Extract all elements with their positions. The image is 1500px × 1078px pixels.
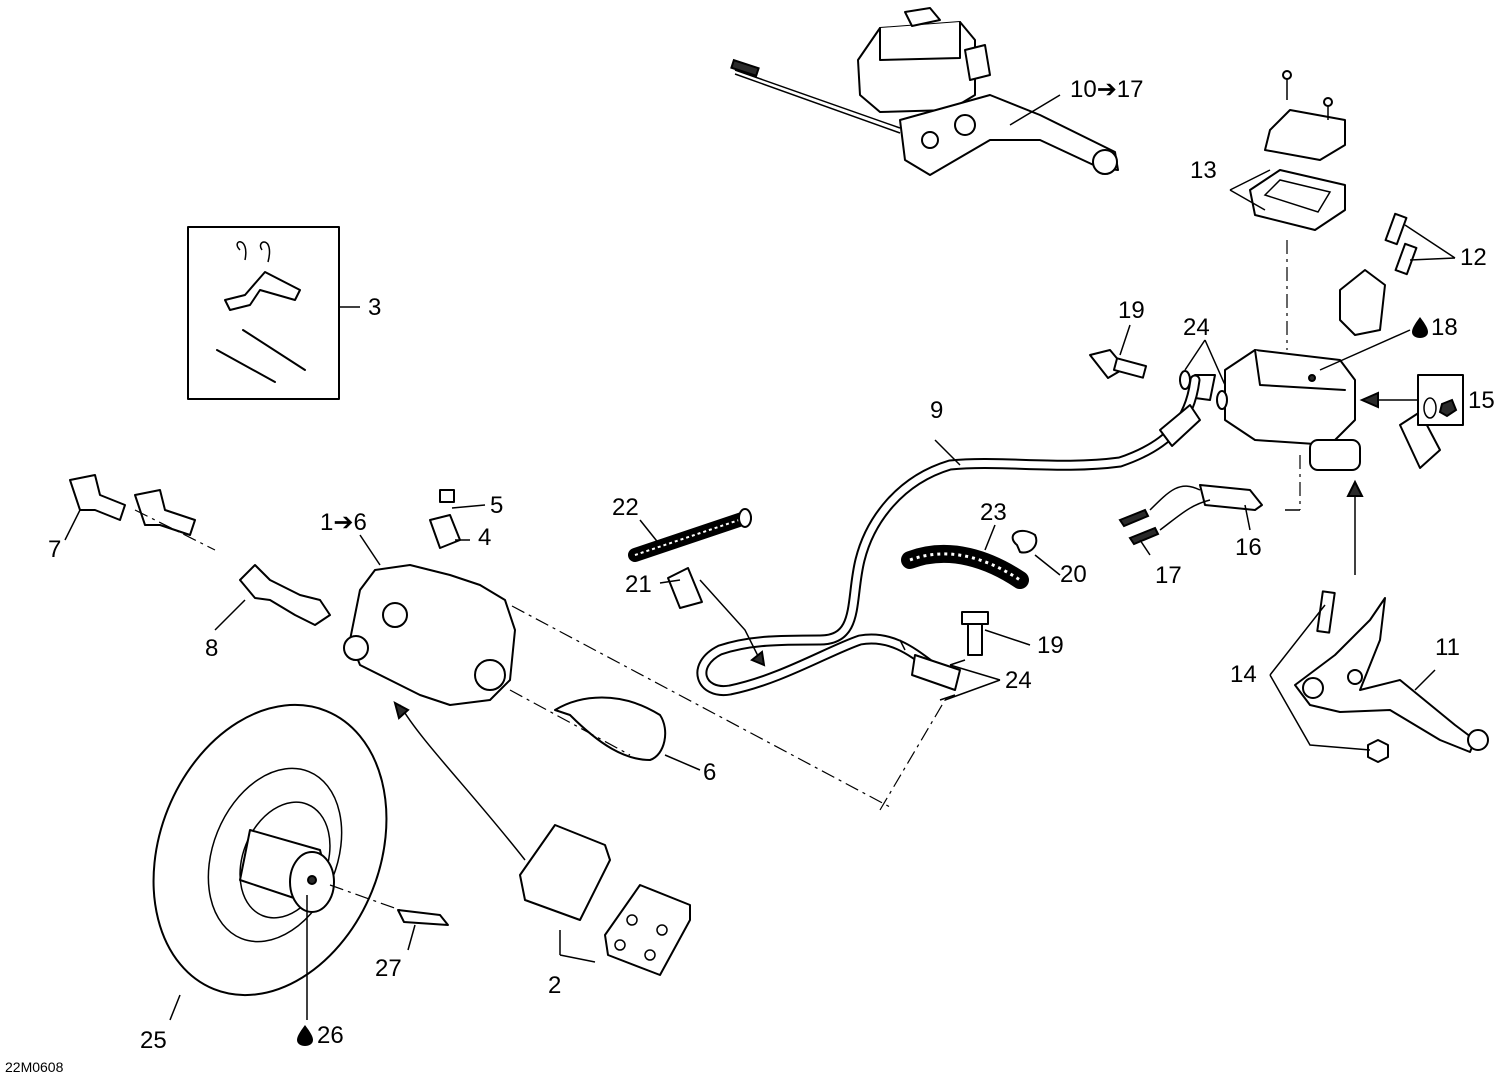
corrugated-sleeve-assembly <box>901 529 1038 589</box>
drawing-code: 22M0608 <box>5 1059 64 1075</box>
brake-caliper-assembly <box>69 474 946 861</box>
banjo-bolt-bottom <box>939 611 989 701</box>
callout-5: 5 <box>490 492 503 519</box>
master-cylinder-body-right <box>1224 349 1441 511</box>
callout-labels: 10➔17 13 12 19 24 18 15 3 9 5 1➔6 4 22 2… <box>5 76 1495 1075</box>
oil-drop-icon <box>297 1025 313 1046</box>
master-cylinder-assembly-top <box>730 7 1119 176</box>
callout-3: 3 <box>368 294 381 321</box>
brake-disc <box>152 703 449 997</box>
callout-12: 12 <box>1460 244 1487 271</box>
pin-kit-box <box>187 226 360 400</box>
callout-10-17: 10➔17 <box>1070 76 1144 103</box>
callout-4: 4 <box>478 524 491 551</box>
brake-light-switch <box>1118 484 1263 546</box>
callout-24-bottom: 24 <box>1005 667 1032 694</box>
callout-2: 2 <box>548 972 561 999</box>
oil-drop-icon <box>1412 317 1428 338</box>
callout-18: 18 <box>1431 314 1458 341</box>
callout-25: 25 <box>140 1027 167 1054</box>
callout-13: 13 <box>1190 157 1217 184</box>
callout-17: 17 <box>1155 562 1182 589</box>
banjo-bolt-top <box>1089 349 1228 410</box>
callout-15: 15 <box>1468 387 1495 414</box>
reservoir-cover-assembly <box>1249 70 1346 350</box>
callout-11: 11 <box>1435 634 1460 661</box>
callout-20: 20 <box>1060 561 1087 588</box>
callout-21: 21 <box>625 571 652 598</box>
callout-9: 9 <box>930 397 943 424</box>
callout-1-6: 1➔6 <box>320 509 367 536</box>
callout-27: 27 <box>375 955 402 982</box>
brake-pads <box>519 824 691 976</box>
callout-24-top: 24 <box>1183 314 1210 341</box>
callout-23: 23 <box>980 499 1007 526</box>
brake-lever-right <box>1294 590 1489 763</box>
callout-16: 16 <box>1235 534 1262 561</box>
callout-19-bottom: 19 <box>1037 632 1064 659</box>
callout-19-top: 19 <box>1118 297 1145 324</box>
leader-lines <box>64 94 1456 1021</box>
callout-26: 26 <box>317 1022 344 1049</box>
callout-7: 7 <box>48 536 61 563</box>
callout-14: 14 <box>1230 661 1257 688</box>
brake-line-hose <box>696 374 1201 696</box>
callout-8: 8 <box>205 635 218 662</box>
callout-22: 22 <box>612 494 639 521</box>
callout-6: 6 <box>703 759 716 786</box>
nut-symbol-box <box>1359 374 1464 426</box>
spring-guard-assembly <box>628 508 752 609</box>
handlebar-clamp-assembly <box>1339 212 1418 336</box>
